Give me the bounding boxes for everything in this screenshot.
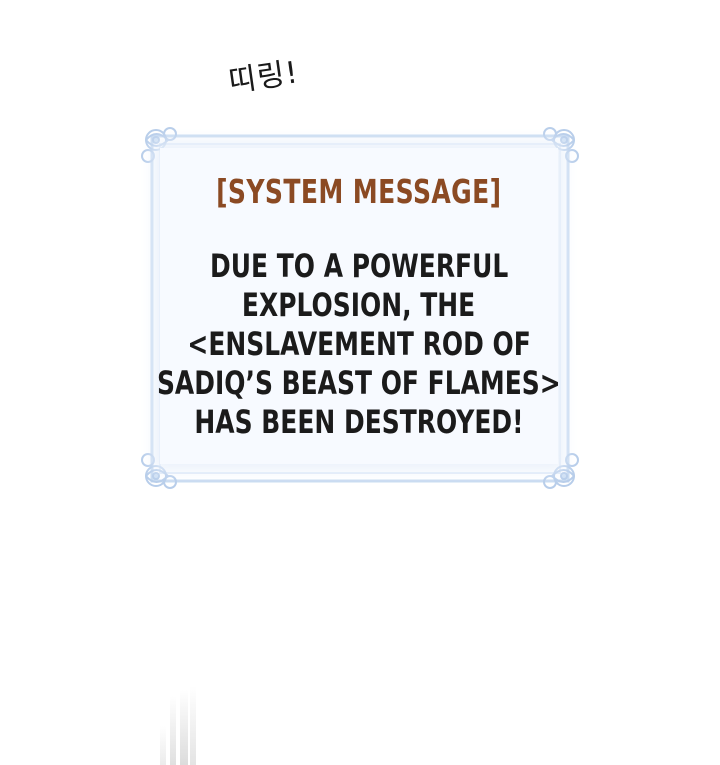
system-message-panel: [SYSTEM MESSAGE] DUE TO A POWERFUL EXPLO… <box>157 148 561 464</box>
system-message-title: [SYSTEM MESSAGE] <box>216 172 502 211</box>
message-line: DUE TO A POWERFUL <box>209 247 509 285</box>
corner-ornament-bottom-left <box>141 453 177 489</box>
sound-effect-text: 띠링! <box>226 55 301 100</box>
system-message-body: DUE TO A POWERFUL EXPLOSION, THE <ENSLAV… <box>100 247 618 442</box>
corner-ornament-top-left <box>141 127 177 163</box>
ornate-border <box>141 127 579 489</box>
message-line: HAS BEEN DESTROYED! <box>194 403 524 441</box>
message-line: <ENSLAVEMENT ROD OF <box>187 325 531 363</box>
message-line: SADIQ’S BEAST OF FLAMES> <box>157 364 561 402</box>
corner-ornament-top-right <box>543 127 579 163</box>
message-frame <box>140 126 580 491</box>
corner-ornament-bottom-right <box>543 453 579 489</box>
message-line: EXPLOSION, THE <box>242 286 476 324</box>
blurred-figure-fragment <box>160 686 196 765</box>
